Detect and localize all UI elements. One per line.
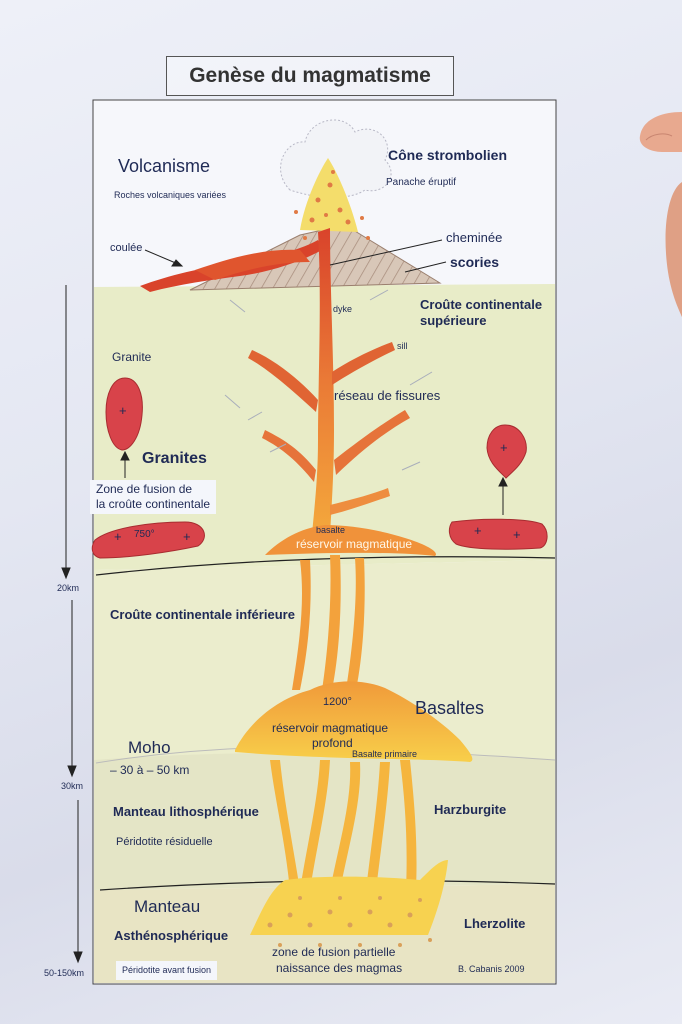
plus-granite-right: + xyxy=(500,440,508,455)
label-reservoir: réservoir magmatique xyxy=(296,537,413,551)
label-scories: scories xyxy=(450,254,500,270)
label-zone-fusion-line1: Zone de fusion de xyxy=(96,482,193,496)
arrow-scories xyxy=(404,261,447,273)
label-volcanisme: Volcanisme xyxy=(118,156,211,176)
litho-mantle-zone xyxy=(94,752,555,890)
label-credit: B. Cabanis 2009 xyxy=(458,964,525,974)
depth-30km: 30km xyxy=(61,781,84,791)
label-sill: sill xyxy=(397,341,408,351)
sill-left xyxy=(248,350,318,412)
label-peridotite-res: Péridotite résiduelle xyxy=(116,836,213,848)
fusion-droplets xyxy=(267,896,432,947)
arrow-granite-right xyxy=(498,476,508,515)
arrow-coulee xyxy=(144,249,184,267)
diagram-title: Genèse du magmatisme xyxy=(166,56,454,96)
label-reservoir-profond-1: réservoir magmatique xyxy=(272,721,389,735)
plus-right-1: + xyxy=(474,523,482,538)
label-manteau: Manteau xyxy=(134,897,201,916)
sill-right xyxy=(332,342,395,385)
plus-granite-left: + xyxy=(119,403,127,418)
boundary-20km xyxy=(95,556,556,576)
hand-image xyxy=(639,112,682,317)
fusion-zone-right xyxy=(448,518,548,550)
fracture-lines xyxy=(224,289,433,471)
label-harzburgite: Harzburgite xyxy=(434,802,507,817)
feeder-mid xyxy=(322,555,341,690)
label-manteau-litho: Manteau lithosphérique xyxy=(113,804,259,819)
label-basaltes: Basaltes xyxy=(415,698,485,718)
label-roches: Roches volcaniques variées xyxy=(114,190,227,200)
arrow-cheminee xyxy=(329,239,443,266)
label-basalte: basalte xyxy=(316,525,346,535)
granite-pluton-left xyxy=(105,377,143,451)
feeder-left xyxy=(292,560,311,690)
label-750: 750° xyxy=(134,529,155,540)
label-reservoir-profond-2: profond xyxy=(312,736,353,750)
label-zone-fusion-line2: la croûte continentale xyxy=(96,497,211,511)
lava-branch xyxy=(195,249,310,280)
depth-150km: 50-150km xyxy=(44,968,85,978)
label-astheno: Asthénosphérique xyxy=(114,928,229,943)
label-moho: Moho xyxy=(128,738,171,757)
label-croute-sup-2: supérieure xyxy=(420,313,487,328)
label-panache: Panache éruptif xyxy=(386,177,457,188)
label-dyke: dyke xyxy=(333,304,353,314)
label-lherzolite: Lherzolite xyxy=(464,916,526,931)
granite-pluton-right xyxy=(486,424,527,479)
fissure-right xyxy=(334,410,410,475)
plus-right-2: + xyxy=(513,527,521,542)
label-croute-sup-1: Croûte continentale xyxy=(420,297,543,312)
label-basalte-primaire: Basalte primaire xyxy=(352,749,418,759)
plus-left-1: + xyxy=(114,529,122,544)
feeder-right xyxy=(346,558,365,690)
mantle-feeders xyxy=(270,760,417,890)
deep-reservoir xyxy=(235,681,473,762)
label-1200: 1200° xyxy=(323,696,352,708)
shallow-reservoir xyxy=(265,525,436,556)
label-granites: Granites xyxy=(142,450,207,467)
fissure-low-right xyxy=(330,488,390,515)
label-reseau: réseau de fissures xyxy=(334,388,441,403)
label-moho-depth: – 30 à – 50 km xyxy=(110,763,190,777)
arrow-granite-left xyxy=(120,450,130,478)
ash-cloud xyxy=(280,119,392,198)
label-zone-partielle-2: naissance des magmas xyxy=(276,961,403,975)
label-coulee: coulée xyxy=(110,242,143,254)
label-zone-partielle-1: zone de fusion partielle xyxy=(272,945,396,959)
label-cheminee: cheminée xyxy=(446,230,503,245)
plus-left-2: + xyxy=(183,529,191,544)
main-conduit xyxy=(312,228,334,535)
label-peridotite-avant: Péridotite avant fusion xyxy=(116,961,218,980)
label-croute-inf: Croûte continentale inférieure xyxy=(110,607,295,622)
lower-crust-zone xyxy=(94,560,555,760)
depth-20km: 20km xyxy=(57,583,80,593)
depth-axis xyxy=(61,285,83,964)
fissure-left xyxy=(262,430,316,482)
label-zone-fusion: Zone de fusion de la croûte continentale xyxy=(90,480,217,514)
partial-fusion-zone xyxy=(250,860,448,935)
fusion-zone-left xyxy=(91,521,205,559)
eruptive-plume xyxy=(300,158,358,232)
label-cone: Cône strombolien xyxy=(388,147,508,163)
label-granite: Granite xyxy=(112,350,152,364)
plume-particles xyxy=(294,170,370,240)
